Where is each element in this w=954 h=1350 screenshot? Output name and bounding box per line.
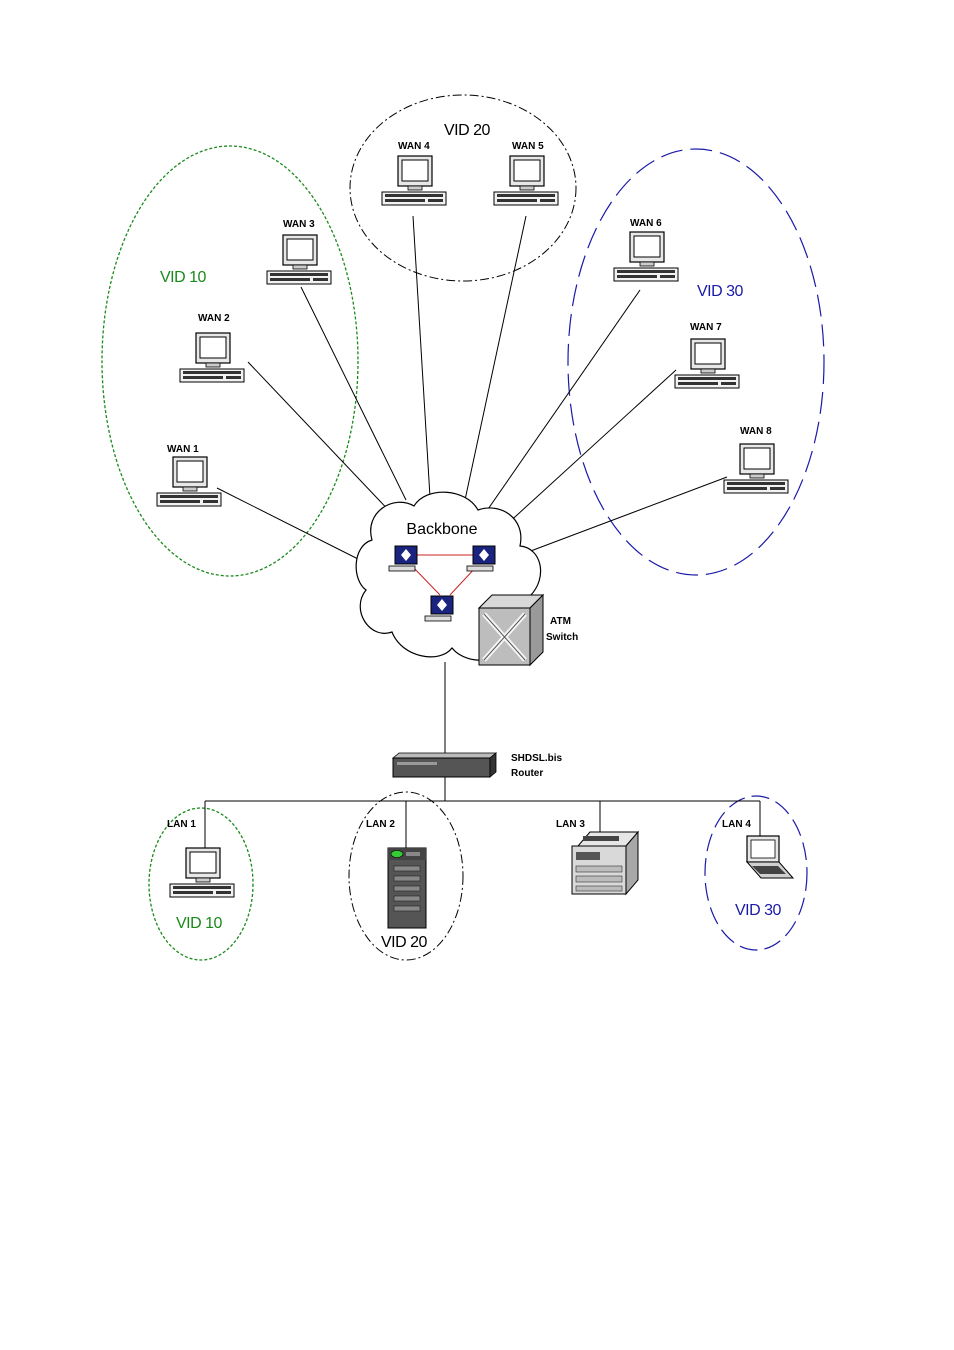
wan2-label: WAN 2 [198,313,230,324]
link-wan8 [527,476,728,553]
router-label-2: Router [511,768,543,779]
wan-host-3: WAN 3 [266,219,332,285]
wan4-label: WAN 4 [398,141,430,152]
atm-switch-label-2: Switch [546,632,578,643]
wan-links [216,215,728,564]
desktop-computer-icon [266,234,332,285]
lan-host-1: LAN 1 [167,819,235,898]
router-icon [391,752,498,778]
link-wan6 [485,289,641,513]
link-wan2 [247,361,397,519]
wan-host-4: WAN 4 [381,141,447,206]
lan-bus [204,777,761,848]
vlan10-wan-group-outline [101,145,359,577]
desktop-computer-icon [493,155,559,206]
wan-host-8: WAN 8 [723,426,789,494]
vlan20-wan-group-outline [349,94,577,282]
wan6-label: WAN 6 [630,218,662,229]
wan-host-5: WAN 5 [493,141,559,206]
vid30-lan-label: VID 30 [735,902,782,919]
link-wan3 [300,286,407,501]
lan2-label: LAN 2 [366,819,395,830]
desktop-computer-icon [723,443,789,494]
desktop-computer-icon [179,332,245,383]
vid20-wan-label: VID 20 [444,122,491,139]
lan-host-4: LAN 4 [722,819,795,879]
desktop-computer-icon [613,231,679,282]
server-tower-icon [387,847,427,929]
lan1-label: LAN 1 [167,819,196,830]
backbone-label: Backbone [406,521,477,538]
router-label-1: SHDSL.bis [511,753,563,764]
atm-switch-icon [477,593,545,667]
vlan10-lan-group-outline [148,807,254,961]
wan-host-2: WAN 2 [179,313,245,383]
vlan30-wan-group-outline [567,148,825,576]
desktop-computer-icon [169,847,235,898]
wan8-label: WAN 8 [740,426,772,437]
desktop-computer-icon [381,155,447,206]
vid10-lan-label: VID 10 [176,915,223,932]
wan3-label: WAN 3 [283,219,315,230]
desktop-computer-icon [156,456,222,507]
link-wan5 [464,215,527,501]
lan-host-2: LAN 2 [366,819,427,929]
wan-host-1: WAN 1 [156,444,222,507]
desktop-computer-icon [674,338,740,389]
vlan30-lan-group-outline [704,795,808,951]
wan-host-7: WAN 7 [674,322,740,389]
wan1-label: WAN 1 [167,444,199,455]
vid10-wan-label: VID 10 [160,269,207,286]
printer-icon [571,830,640,896]
lan3-label: LAN 3 [556,819,585,830]
wan5-label: WAN 5 [512,141,544,152]
wan-host-6: WAN 6 [613,218,679,282]
wan7-label: WAN 7 [690,322,722,333]
vid20-lan-label: VID 20 [381,934,428,951]
atm-switch-label-1: ATM [550,616,571,627]
vid30-wan-label: VID 30 [697,283,744,300]
vlan20-lan-group-outline [348,791,464,961]
link-wan4 [412,215,431,498]
lan4-label: LAN 4 [722,819,751,830]
laptop-icon [745,835,795,879]
link-wan7 [504,369,677,527]
link-wan1 [216,487,367,564]
lan-host-3: LAN 3 [556,819,640,896]
